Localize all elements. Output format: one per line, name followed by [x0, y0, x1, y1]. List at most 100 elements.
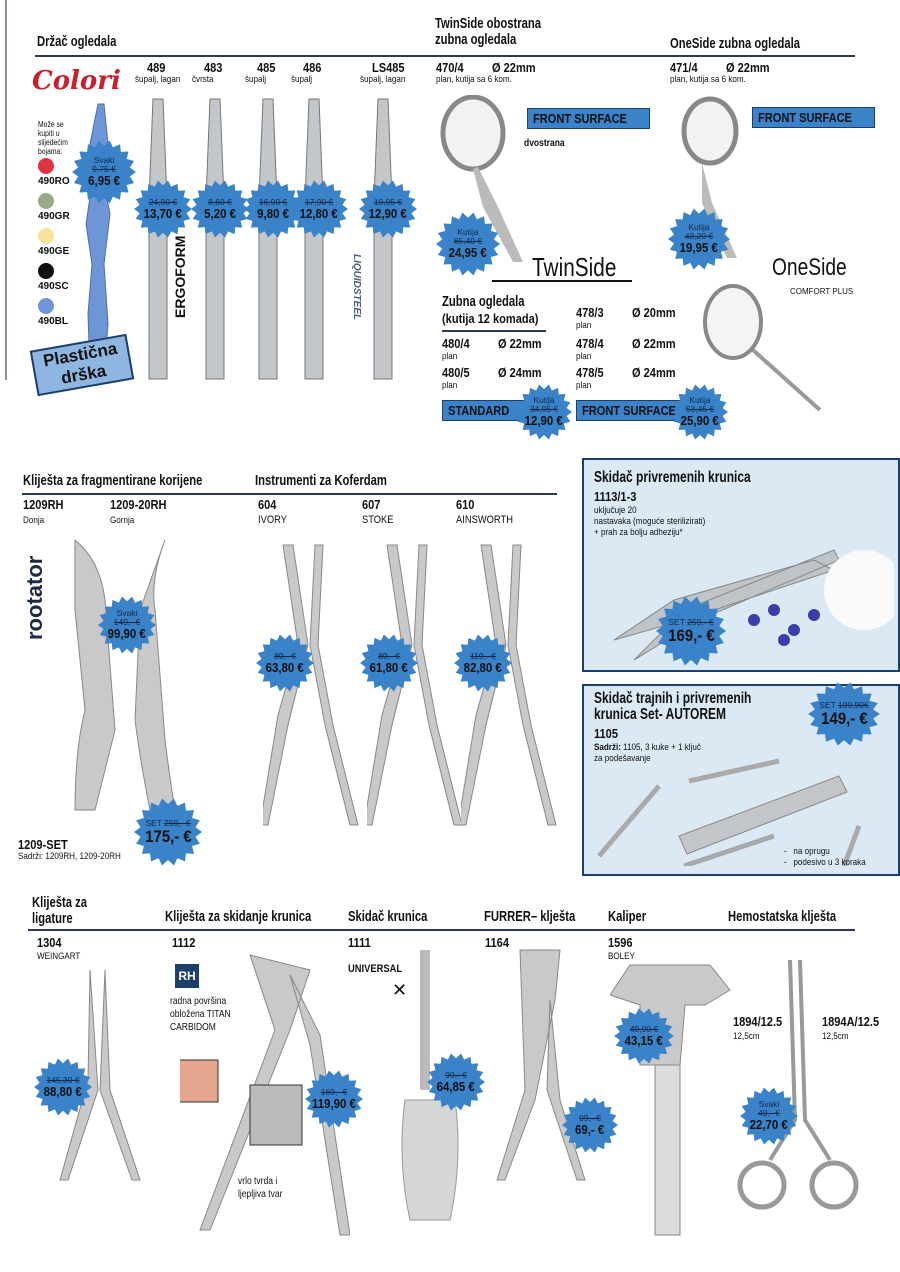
rubber-dam-desc: STOKE: [362, 514, 394, 526]
frag-set-desc: Sadrži: 1209RH, 1209-20RH: [18, 851, 121, 862]
caliper-code: 1596: [608, 935, 633, 950]
rubber-dam-code: 610: [456, 497, 475, 512]
handle-code: 486: [303, 60, 322, 75]
hemo-desc-1: 12,5cm: [733, 1031, 760, 1042]
mirror-size: Ø 20mm: [632, 305, 676, 320]
color-code: 490GE: [38, 246, 70, 257]
section-title-oneside: OneSide zubna ogledala: [670, 35, 801, 52]
bullet-1: - na oprugu: [784, 846, 830, 857]
handle-code: 485: [257, 60, 276, 75]
twinside-code: 470/4: [436, 60, 464, 75]
panel-title: Skidač privremenih krunica: [594, 469, 751, 486]
panel-line-3: + prah za bolju adheziju*: [594, 527, 683, 538]
temporary-crown-remover-panel: Skidač privremenih krunica 1113/1-3 uklj…: [582, 458, 900, 672]
oneside-code: 471/4: [670, 60, 698, 75]
mirror-size: Ø 24mm: [498, 365, 542, 380]
rubber-dam-desc: IVORY: [258, 514, 287, 526]
lig-code: 1304: [37, 935, 62, 950]
section-rule: [22, 493, 557, 495]
section-title-caliper: Kaliper: [608, 908, 647, 925]
skidac-code: 1111: [348, 935, 371, 950]
handle-image: [373, 98, 393, 380]
autorem-image: [597, 758, 862, 866]
section-title-furrer: FURRER– klješta: [484, 908, 576, 925]
skidac-desc: UNIVERSAL: [348, 963, 403, 975]
handle-image: [205, 98, 225, 380]
section-title-crown-forceps: Kliješta za skidanje krunica: [165, 908, 312, 925]
twinside-front-surface-badge: FRONT SURFACE: [527, 108, 650, 129]
handle-desc: šupalj, lagan: [135, 74, 181, 85]
old-price: 89,- €: [378, 650, 400, 661]
oneside-desc: plan, kutija sa 6 kom.: [670, 74, 746, 85]
ligature-cutter-image: [59, 969, 141, 1181]
section-title-crown-remover: Skidač krunica: [348, 908, 428, 925]
mirror-code: 478/3: [576, 305, 604, 320]
mirror-desc: plan: [442, 380, 458, 391]
mirrors-rule: [442, 330, 546, 332]
section-title-fragment-forceps: Kliješta za fragmentirane korijene: [23, 472, 203, 489]
color-code: 490GR: [38, 211, 70, 222]
color-swatch: [38, 263, 54, 279]
colors-note: Može se kupiti u slijedećim bojama:: [38, 120, 68, 156]
color-code: 490RO: [38, 176, 70, 187]
new-price: 61,80 €: [369, 659, 409, 675]
mirror-code: 478/5: [576, 365, 604, 380]
hemostat-image: [737, 959, 859, 1210]
new-price: 12,80 €: [299, 205, 339, 221]
crown-forceps-image: [180, 954, 350, 1236]
twinside-mirror-image: [440, 95, 523, 262]
mirror-code: 480/5: [442, 365, 470, 380]
panel-content-2: za podešavanje: [594, 753, 651, 764]
frag-code-2: 1209-20RH: [110, 497, 167, 512]
handle-image: [148, 98, 168, 380]
mirror-code: 480/4: [442, 336, 470, 351]
color-code: 490BL: [38, 316, 69, 327]
skid-code: 1112: [172, 935, 196, 950]
old-price: 119,- €: [470, 650, 496, 661]
logo-rule: [492, 280, 632, 282]
mirror-size: Ø 24mm: [632, 365, 676, 380]
color-swatch: [38, 193, 54, 209]
panel-code: 1113/1-3: [594, 489, 637, 504]
oneside-logo: OneSide: [772, 254, 847, 281]
handle-desc: šupalj, lagan: [360, 74, 406, 85]
new-price: 12,90 €: [368, 205, 408, 221]
mirror-code: 478/4: [576, 336, 604, 351]
rh-badge: RH: [175, 964, 199, 988]
new-price: 13,70 €: [143, 205, 183, 221]
new-price: 63,80 €: [265, 659, 305, 675]
forceps-image: [74, 538, 176, 811]
old-price: 17,90 €: [304, 196, 334, 207]
old-price: 24,90 €: [148, 196, 178, 207]
standard-badge: STANDARD: [442, 400, 526, 421]
crown-remover-image: [613, 549, 894, 661]
furrer-code: 1164: [485, 935, 509, 950]
rubber-dam-code: 604: [258, 497, 277, 512]
liquidsteel-logo: LIQUIDSTEEL: [351, 254, 362, 321]
color-swatch: [38, 298, 54, 314]
handle-code: 489: [147, 60, 166, 75]
old-price: 89,- €: [274, 650, 296, 661]
new-price: 82,80 €: [463, 659, 503, 675]
hemo-code-1: 1894/12.5: [733, 1014, 783, 1029]
new-price: 5,20 €: [204, 205, 236, 221]
old-price: 16,90 €: [258, 196, 288, 207]
handle-desc: čvrsta: [192, 74, 214, 85]
mirror-desc: plan: [576, 380, 592, 391]
handle-desc: šupalj: [291, 74, 313, 85]
section-title-mirror-handles: Držač ogledala: [37, 33, 117, 50]
furrer-pliers-image: [496, 949, 586, 1181]
oneside-size: Ø 22mm: [726, 60, 770, 75]
panel-content: Sadrži: 1105, 3 kuke + 1 ključ: [594, 742, 701, 753]
mirror-desc: plan: [576, 351, 592, 362]
front-surface-badge: FRONT SURFACE: [576, 400, 699, 421]
page-border: [5, 0, 7, 380]
twinside-desc: plan, kutija sa 6 kom.: [436, 74, 512, 85]
mirror-image: [703, 284, 822, 412]
twinside-logo: TwinSide: [532, 252, 617, 282]
ergoform-label: ERGOFORM: [172, 235, 188, 318]
close-x-icon: ✕: [392, 980, 408, 1000]
lig-desc: WEINGART: [37, 951, 81, 962]
